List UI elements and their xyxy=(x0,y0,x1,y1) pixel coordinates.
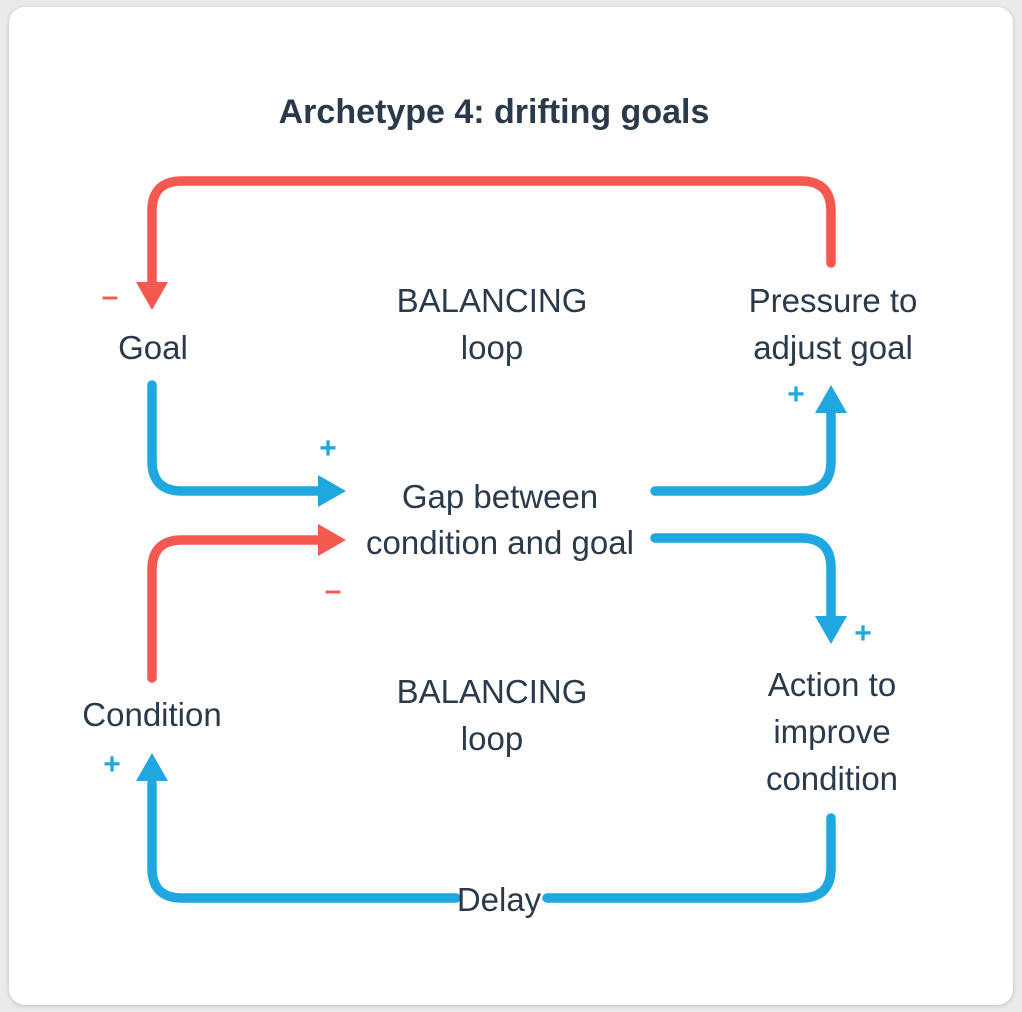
node-action-line1: Action to xyxy=(767,666,897,703)
node-goal: Goal xyxy=(43,324,263,371)
sign-plus-action: + xyxy=(854,617,872,650)
sign-minus-goal: – xyxy=(101,280,119,313)
sign-minus-gap-from-condition: – xyxy=(324,574,342,607)
arrowhead-gap-to-pressure xyxy=(815,385,847,413)
node-action: Action to improve condition xyxy=(712,661,952,802)
arrow-action-to-condition-segment-2 xyxy=(147,778,461,903)
node-action-line2: improve xyxy=(773,713,891,750)
node-pressure-line1: Pressure to xyxy=(748,282,918,319)
node-pressure: Pressure to adjust goal xyxy=(703,277,963,371)
node-condition-line1: Condition xyxy=(82,696,222,733)
edge-label-delay: Delay xyxy=(456,881,542,918)
arrowhead-condition-to-gap xyxy=(318,524,346,556)
node-action-line3: condition xyxy=(765,760,899,797)
loop-label-top-line2: loop xyxy=(460,329,524,366)
sign-plus-gap-from-goal: + xyxy=(319,432,337,465)
arrowhead-gap-to-action xyxy=(815,616,847,644)
node-gap: Gap between condition and goal xyxy=(320,474,680,566)
loop-label-bottom-line2: loop xyxy=(460,720,524,757)
loop-label-top: BALANCING loop xyxy=(362,277,622,371)
arrow-gap-to-pressure xyxy=(650,408,836,496)
arrowhead-pressure-to-goal xyxy=(136,282,168,310)
node-gap-line1: Gap between xyxy=(401,478,599,515)
arrowhead-action-to-condition xyxy=(136,753,168,781)
node-goal-line1: Goal xyxy=(118,329,188,366)
arrowhead-goal-to-gap xyxy=(318,475,346,507)
loop-label-top-line1: BALANCING xyxy=(396,282,588,319)
arrow-goal-to-gap xyxy=(147,380,325,496)
node-pressure-line2: adjust goal xyxy=(753,329,913,366)
arrow-condition-to-gap xyxy=(147,535,325,683)
diagram-title: Archetype 4: drifting goals xyxy=(278,93,710,131)
node-gap-line2: condition and goal xyxy=(366,524,634,561)
sign-plus-condition: + xyxy=(103,748,121,781)
arrow-gap-to-action xyxy=(650,533,836,621)
sign-plus-pressure: + xyxy=(787,378,805,411)
arrow-pressure-to-goal xyxy=(147,176,836,289)
diagram-card xyxy=(9,7,1013,1005)
loop-label-bottom: BALANCING loop xyxy=(362,668,622,762)
loop-label-bottom-line1: BALANCING xyxy=(396,673,588,710)
arrow-action-to-condition-segment-1 xyxy=(542,813,836,903)
node-condition: Condition xyxy=(42,691,262,738)
